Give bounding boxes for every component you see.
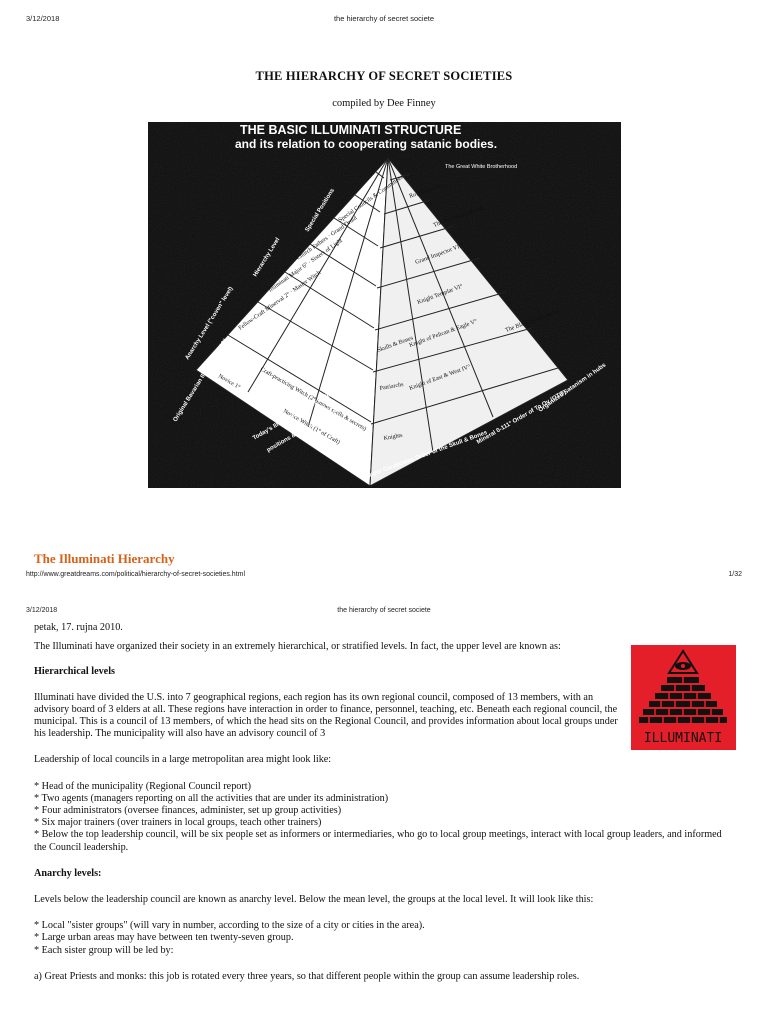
list-item: * Local "sister groups" (will vary in nu… xyxy=(34,920,425,932)
header-date: 3/12/2018 xyxy=(26,14,60,23)
list-item: * Each sister group will be led by: xyxy=(34,944,174,956)
footer-url[interactable]: http://www.greatdreams.com/political/hie… xyxy=(26,571,246,578)
page2-header-doc-title: the hierarchy of secret societe xyxy=(337,607,431,614)
section-heading: The Illuminati Hierarchy xyxy=(34,551,175,566)
list-item: * Head of the municipality (Regional Cou… xyxy=(34,780,251,792)
paragraph-anarchy: Levels below the leadership council are … xyxy=(34,894,594,906)
intro-paragraph: The Illuminati have organized their soci… xyxy=(34,641,561,653)
pyramid-heading-line2: and its relation to cooperating satanic … xyxy=(235,137,497,151)
illuminati-structure-image: THE BASIC ILLUMINATI STRUCTURE and its r… xyxy=(148,122,621,488)
list-item: * Large urban areas may have between ten… xyxy=(34,932,294,944)
header-doc-title: the hierarchy of secret societe xyxy=(333,14,435,23)
anarchy-list: * Local "sister groups" (will vary in nu… xyxy=(34,920,724,957)
paragraph-regions: Illuminati have divided the U.S. into 7 … xyxy=(34,691,618,740)
logo-text: ILLUMINATI xyxy=(644,731,722,746)
illuminati-logo: ILLUMINATI xyxy=(631,645,736,750)
list-item: * Four administrators (oversee finances,… xyxy=(34,805,342,817)
paragraph-leadership: Leadership of local councils in a large … xyxy=(34,754,332,766)
article-body: petak, 17. rujna 2010. The Illuminati ha… xyxy=(34,622,724,983)
date-line: petak, 17. rujna 2010. xyxy=(34,622,123,633)
page2-header-date: 3/12/2018 xyxy=(26,607,58,614)
list-item: * Six major trainers (over trainers in l… xyxy=(34,817,322,829)
heading-hierarchical-levels: Hierarchical levels xyxy=(34,666,116,678)
heading-anarchy-levels: Anarchy levels: xyxy=(34,867,102,879)
paragraph-priests: a) Great Priests and monks: this job is … xyxy=(34,970,580,982)
page-title: THE HIERARCHY OF SECRET SOCIETIES xyxy=(255,69,513,83)
illuminati-pyramid-logo-icon: ILLUMINATI xyxy=(631,645,736,750)
leadership-list: * Head of the municipality (Regional Cou… xyxy=(34,781,724,854)
footer-page-number: 1/32 xyxy=(728,571,742,578)
list-item: * Two agents (managers reporting on all … xyxy=(34,792,389,804)
pyramid-illustration: THE BASIC ILLUMINATI STRUCTURE and its r… xyxy=(148,122,621,488)
svg-text:Knights: Knights xyxy=(383,433,403,442)
svg-text:Patriarchs: Patriarchs xyxy=(379,382,404,392)
pyramid-heading-line1: THE BASIC ILLUMINATI STRUCTURE xyxy=(240,123,461,137)
compiled-by: compiled by Dee Finney xyxy=(332,98,436,109)
list-item: * Below the top leadership council, will… xyxy=(34,829,722,853)
pyramid-top-label: The Great White Brotherhood xyxy=(445,164,517,170)
